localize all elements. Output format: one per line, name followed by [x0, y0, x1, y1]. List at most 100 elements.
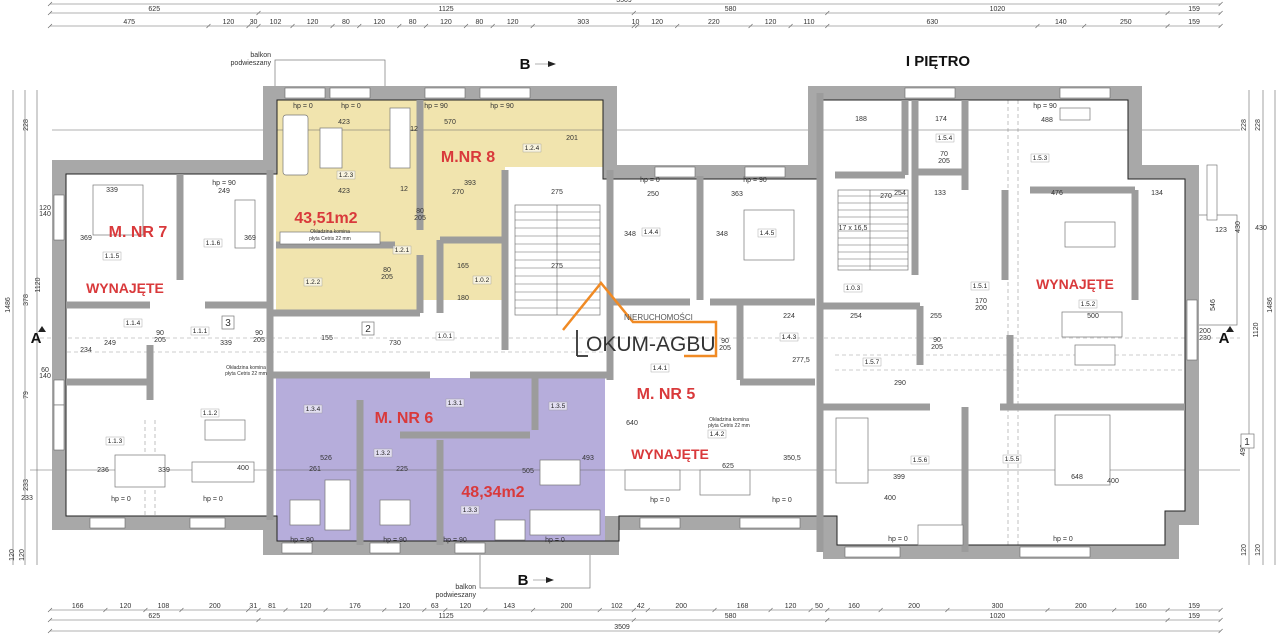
- dimension-tick: [1218, 617, 1223, 623]
- dimension-label: 120: [507, 19, 519, 26]
- windows: [53, 87, 1218, 558]
- side-dimension-label: 230: [1199, 335, 1211, 342]
- room-code: 1.5.2: [1081, 301, 1096, 308]
- hp-label: hp = 0: [650, 497, 670, 504]
- room-code-box: [650, 363, 670, 373]
- dimension-tick: [256, 617, 261, 623]
- room-dimension: 640: [626, 420, 638, 427]
- side-dimension-label: 378: [23, 294, 30, 306]
- dimension-tick: [1111, 607, 1117, 613]
- dimension-tick: [808, 607, 813, 613]
- dimension-label: 120: [373, 19, 385, 26]
- room-dimension: 339: [158, 467, 170, 474]
- dimension-label: 143: [503, 603, 515, 610]
- side-dimension-label: 120: [1255, 544, 1262, 556]
- side-dimension-label: 430: [1235, 221, 1242, 233]
- side-dimension-label: 490: [1240, 444, 1247, 456]
- dimension-label: 3509: [616, 0, 632, 4]
- dimension-tick: [47, 607, 53, 613]
- room-code: 1.1.4: [126, 320, 141, 327]
- room-dimension: 339: [106, 187, 118, 194]
- logo-name: OKUM-AGBU: [586, 333, 716, 356]
- room-dimension: 170: [975, 298, 987, 305]
- dimension-label: 120: [440, 19, 452, 26]
- dimension-label: 160: [848, 603, 860, 610]
- room-dimension: 625: [722, 463, 734, 470]
- room-dimension: 255: [930, 313, 942, 320]
- dimension-label: 200: [908, 603, 920, 610]
- room-code: 1.5.5: [1005, 456, 1020, 463]
- window: [904, 87, 956, 99]
- room-code: 1.2.4: [525, 145, 540, 152]
- room-code-box: [970, 281, 990, 291]
- room-code: 1.0.2: [475, 277, 490, 284]
- window: [369, 542, 401, 554]
- room-dimension: 476: [1051, 190, 1063, 197]
- room-code: 1.3.2: [376, 450, 391, 457]
- balcony-note-top-2: podwieszany: [231, 60, 272, 67]
- room-dimension: 400: [1107, 478, 1119, 485]
- window: [53, 404, 65, 451]
- dimension-label: 1125: [439, 613, 454, 620]
- dimension-tick: [357, 23, 362, 29]
- side-dimension-label: 140: [39, 373, 51, 380]
- hp-label: hp = 0: [293, 103, 313, 110]
- dimension-tick: [1081, 23, 1087, 29]
- room-dimension: 275: [551, 263, 563, 270]
- dimension-tick: [1035, 23, 1040, 29]
- room-code: 1.4.1: [653, 365, 668, 372]
- room-dimension: 174: [935, 116, 947, 123]
- dimension-label: 159: [1188, 19, 1200, 26]
- dimension-tick: [1165, 23, 1170, 29]
- dimension-tick: [256, 23, 261, 29]
- room-code-box: [303, 404, 323, 414]
- window: [53, 194, 65, 241]
- room-code: 1.4.4: [644, 229, 659, 236]
- dimension-tick: [825, 10, 830, 16]
- room-dimension: 488: [1041, 117, 1053, 124]
- dimension-tick: [1218, 10, 1223, 16]
- dimension-label: 625: [148, 613, 160, 620]
- dimension-tick: [423, 23, 429, 29]
- dimension-tick: [47, 617, 53, 623]
- dimension-label: 200: [1075, 603, 1087, 610]
- room-dimensions: 4234235702701212393201802058020527527516…: [21, 116, 1267, 502]
- dimension-tick: [788, 23, 793, 29]
- dimension-tick: [597, 607, 602, 613]
- room-dimension: 205: [154, 337, 166, 344]
- hp-label: hp = 0: [640, 177, 660, 184]
- room-dimension: 90: [255, 330, 263, 337]
- dimension-tick: [878, 607, 883, 613]
- side-dimension-label: 120: [1241, 544, 1248, 556]
- dimension-label: 580: [725, 6, 737, 13]
- room-code-box: [935, 133, 955, 143]
- dimension-label: 81: [268, 603, 276, 610]
- dimension-tick: [1218, 628, 1223, 634]
- window: [189, 517, 226, 529]
- room-code-box: [123, 318, 143, 328]
- dimension-tick: [103, 607, 108, 613]
- room-dimension: 155: [321, 335, 333, 342]
- room-dimension: 500: [1087, 313, 1099, 320]
- room-code-box: [303, 277, 323, 287]
- dimension-label: 625: [148, 6, 160, 13]
- dimension-label: 200: [561, 603, 573, 610]
- dimension-tick: [825, 23, 830, 29]
- hp-label: hp = 90: [212, 180, 236, 187]
- room-code: 1.5.3: [1033, 155, 1048, 162]
- dimension-label: 50: [815, 603, 823, 610]
- hp-label: hp = 0: [772, 497, 792, 504]
- section-b-top: B: [520, 56, 531, 73]
- side-dimension-label: 60: [41, 367, 49, 374]
- dimension-tick: [712, 607, 717, 613]
- room-code: 1.3.5: [551, 403, 566, 410]
- room-dimension: 400: [884, 495, 896, 502]
- dimension-label: 120: [651, 19, 663, 26]
- room-dimension: 134: [1151, 190, 1163, 197]
- side-dimension-label: 1120: [35, 277, 42, 292]
- room-dimension: 270: [452, 189, 464, 196]
- room-dimension: 400: [237, 465, 249, 472]
- dimension-tick: [490, 23, 495, 29]
